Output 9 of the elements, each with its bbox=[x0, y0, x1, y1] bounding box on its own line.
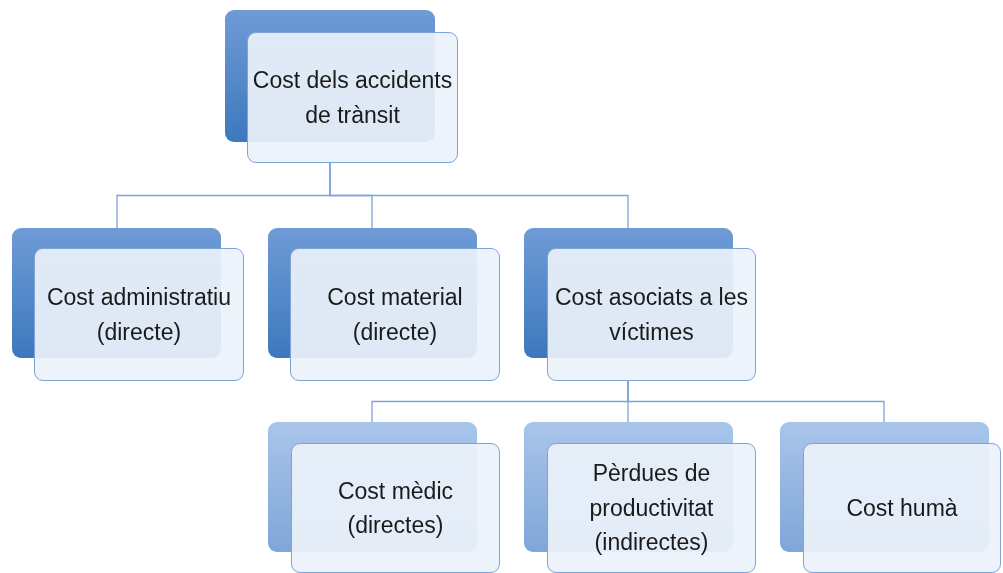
node-label: Cost administratiu (directe) bbox=[45, 283, 233, 347]
node-label: Cost dels accidents de trànsit bbox=[252, 66, 453, 130]
node-label: Pèrdues de productivitat (indirectes) bbox=[588, 459, 715, 558]
node-label: Cost mèdic (directes) bbox=[336, 476, 454, 540]
node-label: Cost humà bbox=[846, 493, 958, 523]
node-label: Cost asociats a les víctimes bbox=[554, 283, 749, 347]
connector-line bbox=[627, 380, 885, 423]
node-label: Cost material (directe) bbox=[326, 283, 464, 347]
connector-line bbox=[329, 162, 629, 229]
